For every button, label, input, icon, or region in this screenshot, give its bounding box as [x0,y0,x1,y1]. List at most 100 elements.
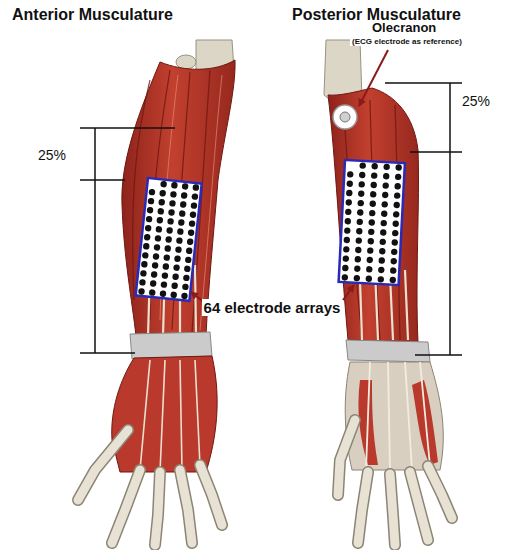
dimension-label: 25% [38,147,66,163]
electrode-dot [367,247,374,254]
electrode-dot [189,220,196,227]
electrode-dot [346,180,353,187]
electrode-dot [149,289,156,296]
electrode-dot [147,207,154,214]
electrode-dot [392,220,399,227]
electrode-dot [393,202,400,209]
electrode-dot [356,218,363,225]
electrode-dot [369,210,376,217]
electrode-dot [355,237,362,244]
anterior-forearm [122,60,235,336]
electrode-dot [357,200,364,207]
electrode-dot [366,266,373,273]
electrode-dot [165,236,172,243]
electrode-dot [160,281,167,288]
electrode-dot [172,273,179,280]
posterior-forearm [358,472,368,543]
pointer-arrows [359,50,388,106]
electrode-dot [392,230,399,237]
electrode-dot [158,199,165,206]
landmark-label: Olecranon [372,21,436,36]
anterior-forearm [155,472,160,545]
electrode-dot [164,245,171,252]
electrode-dot [368,219,375,226]
anterior-forearm [78,430,222,545]
electrode-dot [358,181,365,188]
electrode-dot [181,192,188,199]
anterior-forearm [200,465,222,525]
electrode-dot [152,262,159,269]
electrode-dot [379,239,386,246]
electrode-dot [368,229,375,236]
electrode-dot [354,256,361,263]
electrode-dot [168,209,175,216]
electrode-dot [167,218,174,225]
dimension-lines [80,179,125,181]
electrode-dot [159,290,166,297]
electrode-dot [382,192,389,199]
electrode-dot [185,256,192,263]
anterior-forearm [160,360,165,472]
dimension-lines [410,151,462,153]
anterior-forearm [200,75,222,330]
electrode-dot [186,247,193,254]
electrode-dot [395,174,402,181]
electrode-dot [342,255,349,262]
electrode-dot [187,238,194,245]
anterior-forearm [78,430,222,545]
posterior-forearm [420,362,430,466]
electrode-dot [344,218,351,225]
dimension-lines [385,82,462,84]
electrode-dot [377,276,384,283]
electrode-dot [146,216,153,223]
posterior-forearm [366,362,370,470]
electrode-dot [389,277,396,284]
electrode-dot [175,246,182,253]
electrode-array [136,178,202,301]
electrode-dot [390,267,397,274]
posterior-forearm [428,466,452,518]
electrode-dot [394,192,401,199]
electrode-dot [379,248,386,255]
electrode-dot [145,225,152,232]
anterior-forearm [130,332,212,359]
electrode-dot [359,162,366,169]
dimension-lines [94,128,96,353]
electrode-dot [358,190,365,197]
electrode-dot [155,226,162,233]
electrode-dot [369,200,376,207]
electrode-dot [178,219,185,226]
electrode-array [339,160,405,285]
electrode-dot [171,182,178,189]
electrode-dot [161,272,168,279]
electrode-dot [162,263,169,270]
electrode-dot [393,211,400,218]
dimension-lines [415,354,462,356]
electrode-dot [191,193,198,200]
electrode-dot [341,274,348,281]
electrode-dot [381,201,388,208]
electrode-dot [174,255,181,262]
electrode-dot [356,228,363,235]
anterior-forearm [133,70,210,332]
electrode-dot [139,279,146,286]
posterior-forearm [390,474,395,545]
anterior-forearm [195,265,196,336]
electrode-dot [140,270,147,277]
electrode-array [339,160,405,285]
posterior-forearm [338,420,452,545]
dimension-lines [449,83,451,355]
anterior-forearm [195,360,200,466]
electrode-dot [345,199,352,206]
electrode-dot [370,191,377,198]
electrode-dot [147,198,154,205]
pointer-arrows [191,50,388,303]
anterior-forearm [140,360,150,470]
electrode-dot [148,189,155,196]
view-heading: Anterior Musculature [12,6,173,24]
electrode-dot [367,238,374,245]
electrode-dot [394,183,401,190]
electrode-dot [173,264,180,271]
electrode-dot [390,258,397,265]
electrode-dot [154,235,161,242]
